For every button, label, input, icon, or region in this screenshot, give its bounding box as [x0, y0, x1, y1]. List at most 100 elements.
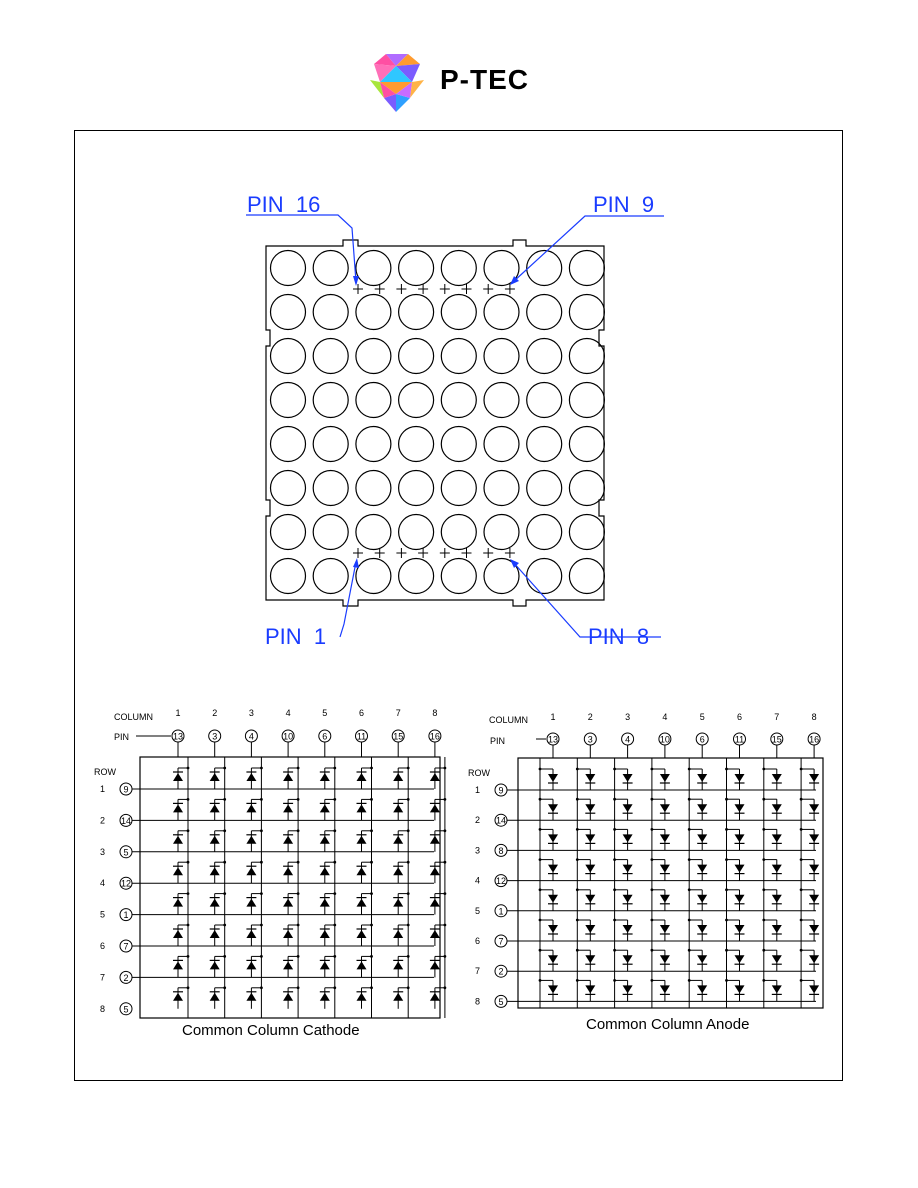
pin16-leader [246, 214, 357, 283]
led-dot [355, 337, 392, 375]
led-dot [269, 469, 307, 507]
led-diode [246, 986, 263, 1009]
column-number: 1 [175, 708, 180, 718]
row-pin-number: 2 [123, 973, 128, 983]
row-pin-number: 1 [498, 906, 503, 916]
led-diode [246, 766, 263, 789]
row-pin-number: 5 [123, 1004, 128, 1014]
led-diode [283, 829, 300, 852]
led-diode [283, 860, 300, 884]
pin-mark [483, 548, 494, 558]
led-diode [393, 955, 410, 978]
led-diode [356, 860, 373, 884]
page-header: P-TEC [0, 0, 918, 125]
cathode-wiring [132, 757, 447, 1018]
led-dot [483, 249, 520, 287]
led-dot [440, 557, 477, 595]
led-diode [762, 797, 782, 821]
column-pin-number: 13 [173, 732, 183, 742]
column-pin-number: 4 [625, 735, 630, 745]
pin8-leader [512, 561, 661, 638]
led-diode [283, 766, 300, 789]
row-number: 1 [475, 785, 480, 795]
led-diode [575, 767, 596, 790]
pin8-label: PIN 8 [588, 624, 649, 649]
led-diode [538, 797, 558, 821]
led-diode [762, 828, 782, 851]
pin9-label: PIN 9 [593, 192, 654, 217]
led-dot [312, 425, 349, 463]
column-pin-number: 11 [357, 732, 366, 742]
led-diode [429, 892, 447, 915]
led-dot [398, 425, 435, 463]
led-dot [568, 293, 606, 331]
led-dot [440, 425, 477, 463]
led-dot [269, 249, 307, 287]
led-dot [312, 381, 349, 419]
column-number: 2 [588, 712, 593, 722]
led-diode [356, 766, 373, 789]
led-dot [526, 513, 563, 551]
led-dot [398, 249, 435, 287]
row-number: 6 [100, 941, 105, 951]
led-diode [246, 860, 263, 884]
row-number: 6 [475, 936, 480, 946]
row-number: 5 [100, 910, 105, 920]
led-diode [799, 767, 820, 790]
led-diode [613, 828, 633, 851]
column-pin-number: 15 [772, 735, 782, 745]
pin-mark [396, 284, 407, 294]
led-dot [355, 249, 392, 287]
led-diode [393, 798, 410, 821]
led-diode [209, 955, 227, 978]
column-number: 8 [812, 712, 817, 722]
pin-mark [396, 548, 407, 558]
led-diode [650, 828, 670, 851]
led-dot [526, 469, 563, 507]
led-diode [283, 798, 300, 821]
row-number: 3 [475, 845, 480, 855]
led-dot [568, 249, 606, 287]
led-diode [650, 858, 670, 881]
led-diode [762, 918, 782, 941]
led-diode [762, 888, 782, 911]
led-dot [440, 337, 477, 375]
led-diode [356, 923, 373, 946]
anode-wiring [507, 758, 820, 1008]
pin-mark [483, 284, 494, 294]
led-diode [209, 986, 227, 1009]
led-dot [355, 469, 392, 507]
led-diode [799, 888, 820, 911]
led-dot [312, 293, 349, 331]
cathode-schematic-box [139, 756, 441, 1019]
led-diode [725, 979, 745, 1002]
row-pin-number: 5 [498, 997, 503, 1007]
led-diode [575, 979, 596, 1002]
led-diode [613, 797, 633, 821]
column-number: 5 [322, 708, 327, 718]
pin-mark [439, 284, 450, 294]
led-diode [246, 955, 263, 978]
led-diode [429, 986, 447, 1009]
led-diode [725, 767, 745, 790]
pin-mark [353, 548, 363, 558]
led-diode [393, 766, 410, 789]
led-diode [762, 767, 782, 790]
led-diode [725, 888, 745, 911]
row-pin-number: 2 [498, 967, 503, 977]
led-diode [209, 829, 227, 852]
led-diode [429, 829, 447, 852]
row-number: 8 [475, 996, 480, 1006]
row-pin-number: 9 [498, 786, 503, 796]
led-diode [393, 892, 410, 915]
led-diode [246, 829, 263, 852]
led-dot [312, 513, 349, 551]
led-diode [393, 829, 410, 852]
column-pin-number: 6 [322, 732, 327, 742]
column-pin-number: 16 [809, 735, 819, 745]
led-dot [269, 337, 307, 375]
anode-schematic-box [517, 757, 824, 1009]
led-diode [687, 767, 708, 790]
led-dot [440, 249, 477, 287]
led-diode [393, 923, 410, 946]
